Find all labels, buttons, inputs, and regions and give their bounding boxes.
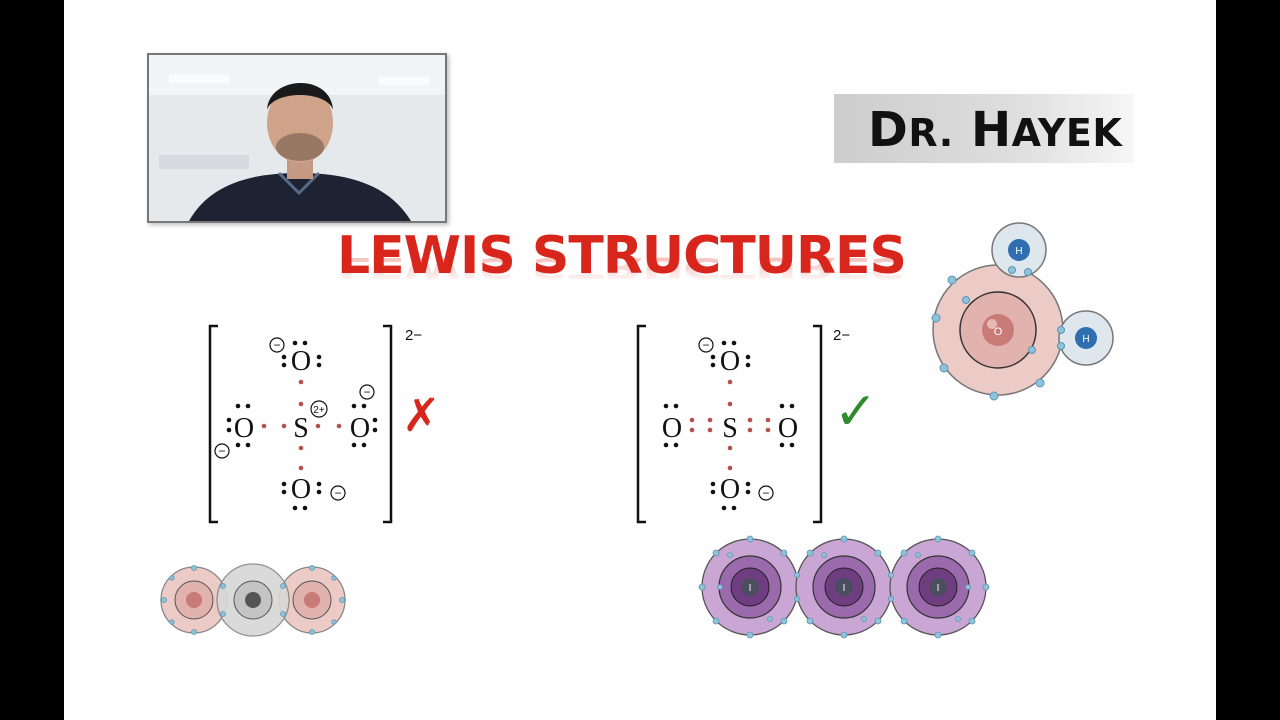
oxygen-top: O <box>720 346 740 377</box>
electron-dots <box>161 565 345 635</box>
oxygen-right: O <box>778 413 798 444</box>
name-rest-2: AYEK <box>1011 111 1123 155</box>
lewis-structure-correct: 2− S O O O O − − <box>636 324 850 524</box>
central-atom: S <box>722 413 738 444</box>
iodine-label-3: I <box>937 583 940 594</box>
ion-charge: 2− <box>833 327 850 344</box>
presenter-video-frame <box>149 55 445 221</box>
bonding-dots <box>689 379 771 471</box>
lewis-structure-incorrect: 2− S O O O O − − <box>208 324 422 524</box>
iodine-label-2: I <box>843 583 846 594</box>
svg-text:−: − <box>218 444 225 458</box>
electron-dots <box>698 535 990 639</box>
slide-title: LEWIS STRUCTURES <box>337 226 907 286</box>
electron-dots <box>931 266 1065 401</box>
lone-pair-dots <box>226 340 378 511</box>
oxygen-left: O <box>234 413 254 444</box>
name-initial-2: H <box>970 102 1012 158</box>
oxygen-bottom: O <box>720 474 740 505</box>
name-rest-1: R. <box>908 111 954 155</box>
svg-text:2+: 2+ <box>313 405 325 416</box>
co2-molecule-model <box>160 563 346 637</box>
svg-text:−: − <box>762 486 769 500</box>
iodine-label-1: I <box>749 583 752 594</box>
slide-title-reflection: LEWIS STRUCTURES <box>337 251 906 284</box>
oxygen-top: O <box>291 346 311 377</box>
presenter-name-banner: DR. HAYEK <box>834 94 1134 163</box>
oxygen-right: O <box>350 413 370 444</box>
oxygen-bottom: O <box>291 474 311 505</box>
bonding-dots <box>261 379 342 471</box>
svg-text:−: − <box>334 486 341 500</box>
incorrect-mark: ✗ <box>402 388 441 442</box>
svg-text:−: − <box>363 385 370 399</box>
lone-pair-dots <box>663 340 795 511</box>
water-molecule-model: O H H <box>931 222 1114 401</box>
svg-text:−: − <box>273 338 280 352</box>
oxygen-label: O <box>994 326 1003 338</box>
formal-charge-badges: − − <box>698 337 774 501</box>
svg-text:−: − <box>702 338 709 352</box>
hydrogen-label-1: H <box>1015 246 1022 257</box>
correct-mark: ✓ <box>834 382 878 442</box>
presenter-webcam <box>147 53 447 223</box>
name-initial-1: D <box>868 102 909 158</box>
triiodide-molecule-model: I I I <box>698 535 990 639</box>
central-atom: S <box>293 413 309 444</box>
ion-charge: 2− <box>405 327 422 344</box>
hydrogen-label-2: H <box>1082 334 1089 345</box>
slide-canvas: DR. HAYEK LEWIS STRUCTURES LEWIS STRUCTU… <box>64 0 1216 720</box>
formal-charge-badges: − − − − 2+ <box>214 337 375 501</box>
oxygen-left: O <box>662 413 682 444</box>
presenter-name: DR. HAYEK <box>868 102 1122 158</box>
